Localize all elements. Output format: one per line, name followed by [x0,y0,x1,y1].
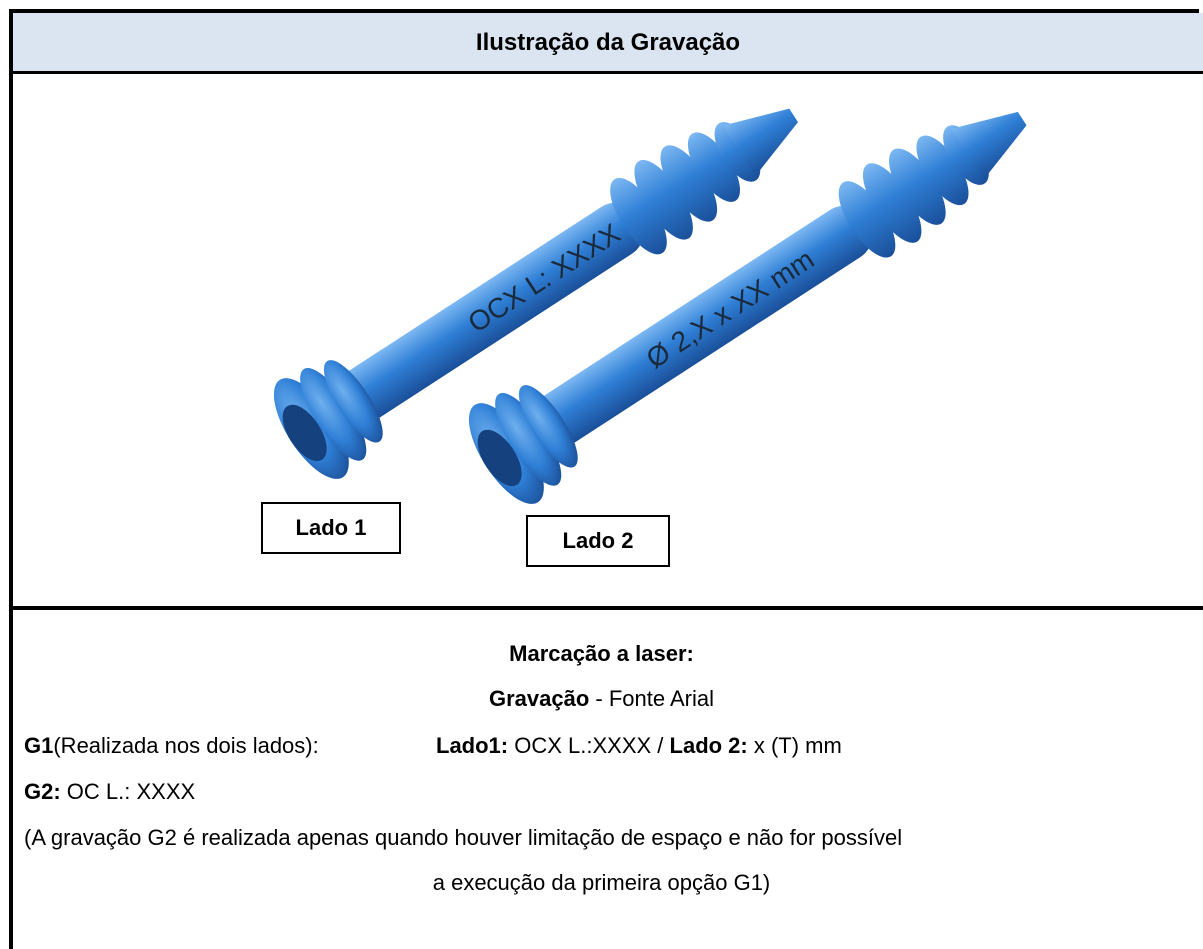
laser-marking-heading-text: Marcação a laser: [509,641,694,666]
document-frame [9,9,1199,949]
label-side-2-text: Lado 2 [562,528,634,553]
g2-value: OC L.: XXXX [60,779,196,804]
laser-marking-heading: Marcação a laser: [0,641,1203,667]
label-side-1: Lado 1 [261,502,401,554]
g2-line: G2: OC L.: XXXX [24,779,195,805]
label-side-1-text: Lado 1 [295,515,367,540]
g1-desc: (Realizada nos dois lados): [53,733,319,758]
side1-label: Lado1: [436,733,509,758]
side2-value: x (T) mm [747,733,842,758]
side1-value: OCX L.:XXXX / [508,733,670,758]
divider [9,606,1203,610]
g2-label: G2: [24,779,61,804]
g1-line: G1(Realizada nos dois lados): [24,733,319,759]
note-line-1: (A gravação G2 é realizada apenas quando… [24,825,902,851]
divider [9,71,1203,74]
label-side-2: Lado 2 [526,515,670,567]
side2-label: Lado 2: [669,733,748,758]
note-line-2: a execução da primeira opção G1) [0,870,1203,896]
engraving-label: Gravação [488,686,590,711]
note-line-1-text: (A gravação G2 é realizada apenas quando… [24,825,903,850]
engraving-font: - Fonte Arial [589,686,714,711]
section-title: Ilustração da Gravação [13,13,1203,72]
screw2-engraving: Ø 2,X x XX mm [641,243,820,374]
note-line-2-text: a execução da primeira opção G1) [432,870,771,895]
g1-label: G1 [24,733,54,758]
g1-sides: Lado1: OCX L.:XXXX / Lado 2: x (T) mm [436,733,842,759]
section-title-text: Ilustração da Gravação [475,28,741,56]
screw1-engraving: OCX L: XXXX [463,217,626,338]
screw-illustration: OCX L: XXXX Ø 2,X x XX mm Lado 1 [13,74,1203,606]
engraving-font-line: Gravação - Fonte Arial [0,686,1203,712]
